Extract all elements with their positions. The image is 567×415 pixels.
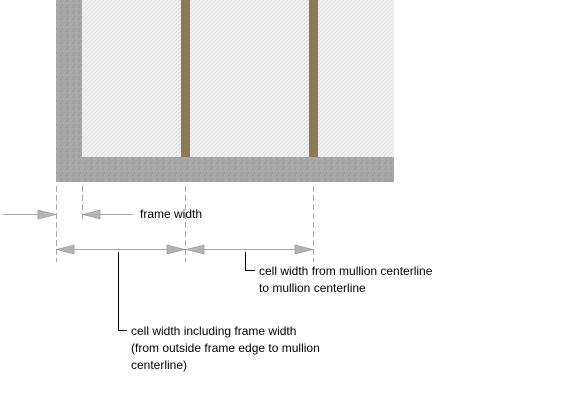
cell-width-frame-dimension: [55, 244, 186, 255]
label-line-2: to mullion centerline: [259, 281, 366, 295]
label-line-1: cell width including frame width: [131, 324, 296, 338]
frame-bottom: [56, 157, 394, 182]
label-frame-width: frame width: [140, 207, 202, 221]
curtain-wall-elevation: [56, 0, 394, 182]
mullion-2: [309, 0, 318, 157]
frame-left: [56, 0, 82, 182]
glass-panel: [82, 0, 394, 157]
arrow-left: [81, 209, 101, 220]
arrow-right: [294, 244, 314, 255]
extension-lines: [56, 186, 314, 262]
label-line-3: centerline): [131, 358, 187, 372]
arrow-right: [37, 209, 57, 220]
arrow-right: [166, 244, 186, 255]
frame-width-dimension: frame width: [3, 207, 202, 221]
cell-width-mullion-dimension: [185, 244, 314, 255]
label-line-2: (from outside frame edge to mullion: [131, 341, 320, 355]
arrow-left: [55, 244, 75, 255]
leaders: [118, 252, 255, 331]
mullion-1: [181, 0, 190, 157]
label-cell-width-mullion: cell width from mullion centerline to mu…: [259, 264, 436, 295]
label-cell-width-frame: cell width including frame width (from o…: [131, 324, 323, 372]
arrow-left: [185, 244, 205, 255]
leader-frame-cell: [118, 252, 127, 331]
label-line-1: cell width from mullion centerline: [259, 264, 433, 278]
leader-mullion-cell: [245, 252, 255, 271]
